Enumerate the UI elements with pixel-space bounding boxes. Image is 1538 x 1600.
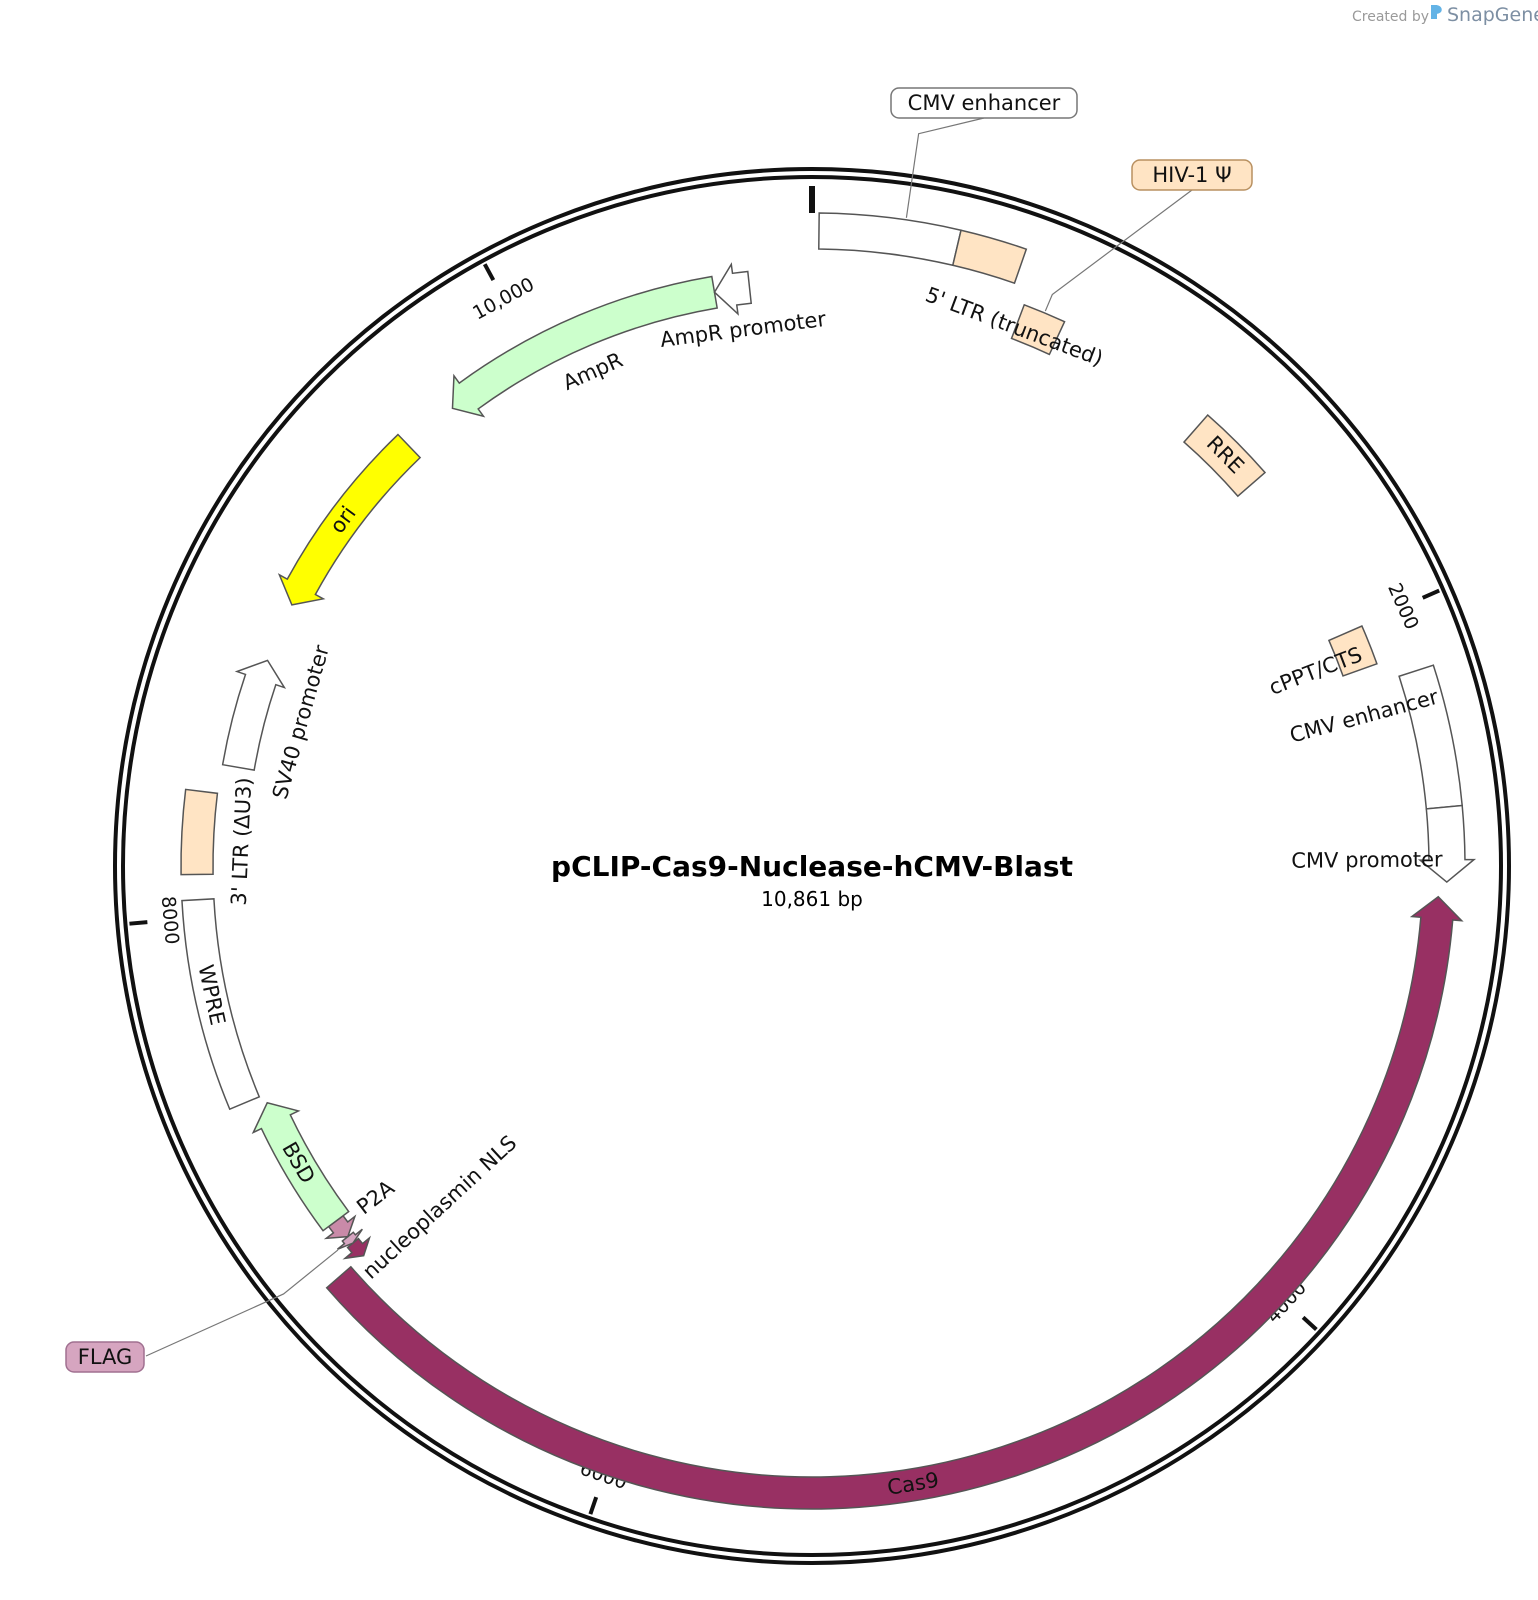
feature-sv40: [221, 659, 287, 771]
snapgene-logo-icon: [1431, 5, 1442, 19]
feature-label-hiv-psi: HIV-1 Ψ: [1152, 163, 1231, 187]
feature-hiv-psi: [1010, 303, 1066, 356]
feature-ampr: [451, 275, 719, 418]
callout-line: [1044, 189, 1193, 312]
tick-10000: [482, 263, 496, 282]
feature-flag: [336, 1228, 363, 1250]
tick-label: 8000: [157, 895, 183, 945]
callout-line: [905, 117, 985, 218]
tick-label: 2000: [1383, 580, 1423, 633]
callout-box-flag: [65, 1341, 145, 1373]
feature-label-flag: FLAG: [78, 1345, 133, 1369]
credit-brand: SnapGene: [1447, 4, 1538, 26]
tick-2000: [1421, 588, 1440, 600]
feature-ori: [277, 433, 422, 606]
feature-rre: [1182, 413, 1267, 498]
backbone-inner-ring: [121, 175, 1503, 1557]
feature-label-cmv-enhancer-1: CMV enhancer: [908, 91, 1061, 115]
feature-nls: [342, 1235, 372, 1260]
tick-label: 10,000: [469, 273, 538, 324]
feature-cas9: [325, 895, 1464, 1510]
plasmid-size: 10,861 bp: [761, 887, 863, 911]
feature-label-ltr3: 3' LTR (ΔU3): [227, 777, 256, 906]
feature-ltr5: [951, 229, 1028, 285]
backbone-outer-ring: [113, 167, 1511, 1565]
feature-label-sv40: SV40 promoter: [268, 642, 334, 801]
feature-label-ltr5: 5' LTR (truncated): [922, 283, 1106, 371]
feature-p2a: [323, 1214, 357, 1240]
feature-ampr-promoter: [713, 262, 753, 316]
feature-cppt: [1327, 625, 1378, 677]
feature-wpre: [181, 898, 261, 1111]
tick-6000: [588, 1496, 599, 1515]
feature-cmv-promoter: [1417, 804, 1477, 884]
feature-label-nls: nucleoplasmin NLS: [358, 1131, 521, 1284]
features: [180, 212, 1477, 1510]
credit-created-by: Created by: [1352, 9, 1429, 25]
tick-4000: [1301, 1315, 1318, 1331]
backbone: [113, 167, 1511, 1565]
feature-bsd: [251, 1101, 350, 1232]
callout-line: [145, 1249, 339, 1357]
callout-box-cmv-enhancer-1: [890, 87, 1078, 119]
callout-box-hiv-psi: [1131, 159, 1253, 191]
feature-label-p2a: P2A: [352, 1175, 399, 1219]
tick-8000: [129, 920, 148, 926]
plasmid-name: pCLIP-Cas9-Nuclease-hCMV-Blast: [551, 850, 1073, 883]
feature-cmv-enhancer-1: [818, 212, 962, 267]
feature-ltr3: [180, 788, 219, 876]
feature-label-cmv-promoter: CMV promoter: [1291, 847, 1443, 872]
